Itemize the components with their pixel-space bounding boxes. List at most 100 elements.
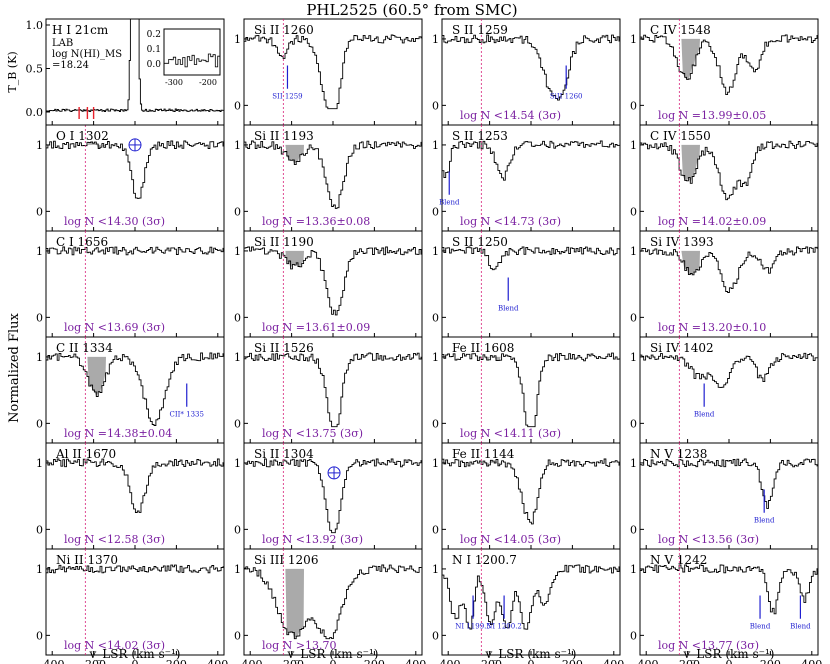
y-tick-label: 0 [630, 205, 637, 218]
y-tick-label: 1 [630, 139, 637, 152]
integration-shade [681, 250, 700, 275]
y-tick-label: 1 [36, 563, 43, 576]
x-axis-label-1: v_LSR (km s⁻¹) [287, 647, 379, 661]
y-tick-label: 1.0 [26, 19, 44, 32]
y-tick-label: 1 [432, 33, 439, 46]
column-density-label: log N <13.69 (3σ) [64, 321, 165, 334]
x-tick-label: -200 [675, 658, 700, 664]
spectrum-line [442, 352, 620, 428]
y-tick-label: 1 [432, 457, 439, 470]
y-tick-label: 0 [234, 205, 241, 218]
spectrum-line [244, 564, 422, 640]
y-tick-label: 1 [630, 457, 637, 470]
x-axis-label-3: v_LSR (km s⁻¹) [683, 647, 775, 661]
y-tick-label: 1 [432, 245, 439, 258]
spectrum-line [244, 458, 422, 534]
hi-spectrum-line [46, 18, 225, 113]
column-density-label: log N <14.02 (3σ) [64, 639, 165, 652]
ion-label: C IV 1550 [650, 129, 711, 143]
column-density-label: log N =14.02±0.09 [658, 215, 766, 228]
y-tick-label: 0 [432, 311, 439, 324]
y-tick-label: 1 [234, 33, 241, 46]
inset-y-tick-label: 0.1 [147, 45, 161, 55]
y-tick-label: 1 [234, 139, 241, 152]
spectrum-line [244, 34, 422, 110]
panel-n-i-1200-7: 01-400-2000200400N I 1200.7NI 1199.5NI 1… [432, 548, 624, 664]
column-density-label: log N <13.75 (3σ) [262, 427, 363, 440]
y-tick-label: 1 [36, 245, 43, 258]
spectrum-line [46, 140, 224, 199]
y-tick-label: 1 [432, 139, 439, 152]
column-density-label: log N <13.77 (3σ) [658, 639, 759, 652]
integration-shade [681, 144, 700, 184]
spectrum-line [442, 458, 620, 525]
integration-shade [483, 353, 502, 361]
spectrum-line [244, 140, 422, 209]
y-tick-label: 0 [432, 629, 439, 642]
y-tick-label: 0 [630, 629, 637, 642]
y-tick-label: 0 [234, 629, 241, 642]
x-tick-label: -200 [279, 658, 304, 664]
y-tick-label: 1 [36, 457, 43, 470]
spectrum-line [640, 458, 818, 509]
ion-label: Fe II 1144 [452, 447, 515, 461]
ion-label: C I 1656 [56, 235, 108, 249]
x-tick-label: 0 [330, 658, 337, 664]
x-tick-label: 0 [726, 658, 733, 664]
inset-x-tick-label: -300 [165, 78, 183, 87]
y-tick-label: 0 [234, 311, 241, 324]
blend-label: Blend [694, 411, 715, 419]
spectrum-line [46, 246, 224, 256]
x-tick-label: 400 [801, 658, 822, 664]
ion-label: Al II 1670 [55, 447, 116, 461]
blend-label: Blend [754, 517, 775, 525]
ion-label: Si II 1190 [254, 235, 314, 249]
hi-title: H I 21cm [52, 23, 109, 37]
spectrum-line [640, 564, 818, 615]
column-density-label: log N =13.99±0.05 [658, 109, 766, 122]
spectrum-line [442, 140, 620, 181]
ion-label: S II 1259 [452, 23, 508, 37]
y-tick-label: 0 [630, 523, 637, 536]
x-tick-label: -200 [81, 658, 106, 664]
spectrum-line [640, 34, 818, 96]
y-tick-label: 0 [234, 99, 241, 112]
column-density-label: log N <14.30 (3σ) [64, 215, 165, 228]
y-tick-label: 0 [36, 205, 43, 218]
x-tick-label: 400 [603, 658, 624, 664]
y-tick-label: 0 [432, 205, 439, 218]
ion-label: Si II 1260 [254, 23, 314, 37]
x-axis-label-0: v_LSR (km s⁻¹) [89, 647, 181, 661]
spectrum-line [244, 352, 422, 428]
column-density-label: log N =14.38±0.04 [64, 427, 172, 440]
x-tick-label: 400 [207, 658, 228, 664]
spectrum-line [640, 246, 818, 293]
column-density-label: log N <14.54 (3σ) [460, 109, 561, 122]
x-tick-label: 200 [364, 658, 385, 664]
y-tick-label: 0 [234, 523, 241, 536]
x-tick-label: -400 [436, 658, 461, 664]
x-tick-label: 0 [528, 658, 535, 664]
spectrum-line [46, 352, 224, 426]
x-tick-label: 200 [562, 658, 583, 664]
x-axis-label-2: v_LSR (km s⁻¹) [485, 647, 577, 661]
ion-label: Si II 1193 [254, 129, 314, 143]
ion-label: Si IV 1402 [650, 341, 714, 355]
column-density-label: log N <12.58 (3σ) [64, 533, 165, 546]
ion-label: Ni II 1370 [56, 553, 118, 567]
y-tick-label: 0 [630, 311, 637, 324]
integration-shade [681, 38, 700, 80]
hi-logn-label: log N(HI)_MS [52, 49, 122, 60]
